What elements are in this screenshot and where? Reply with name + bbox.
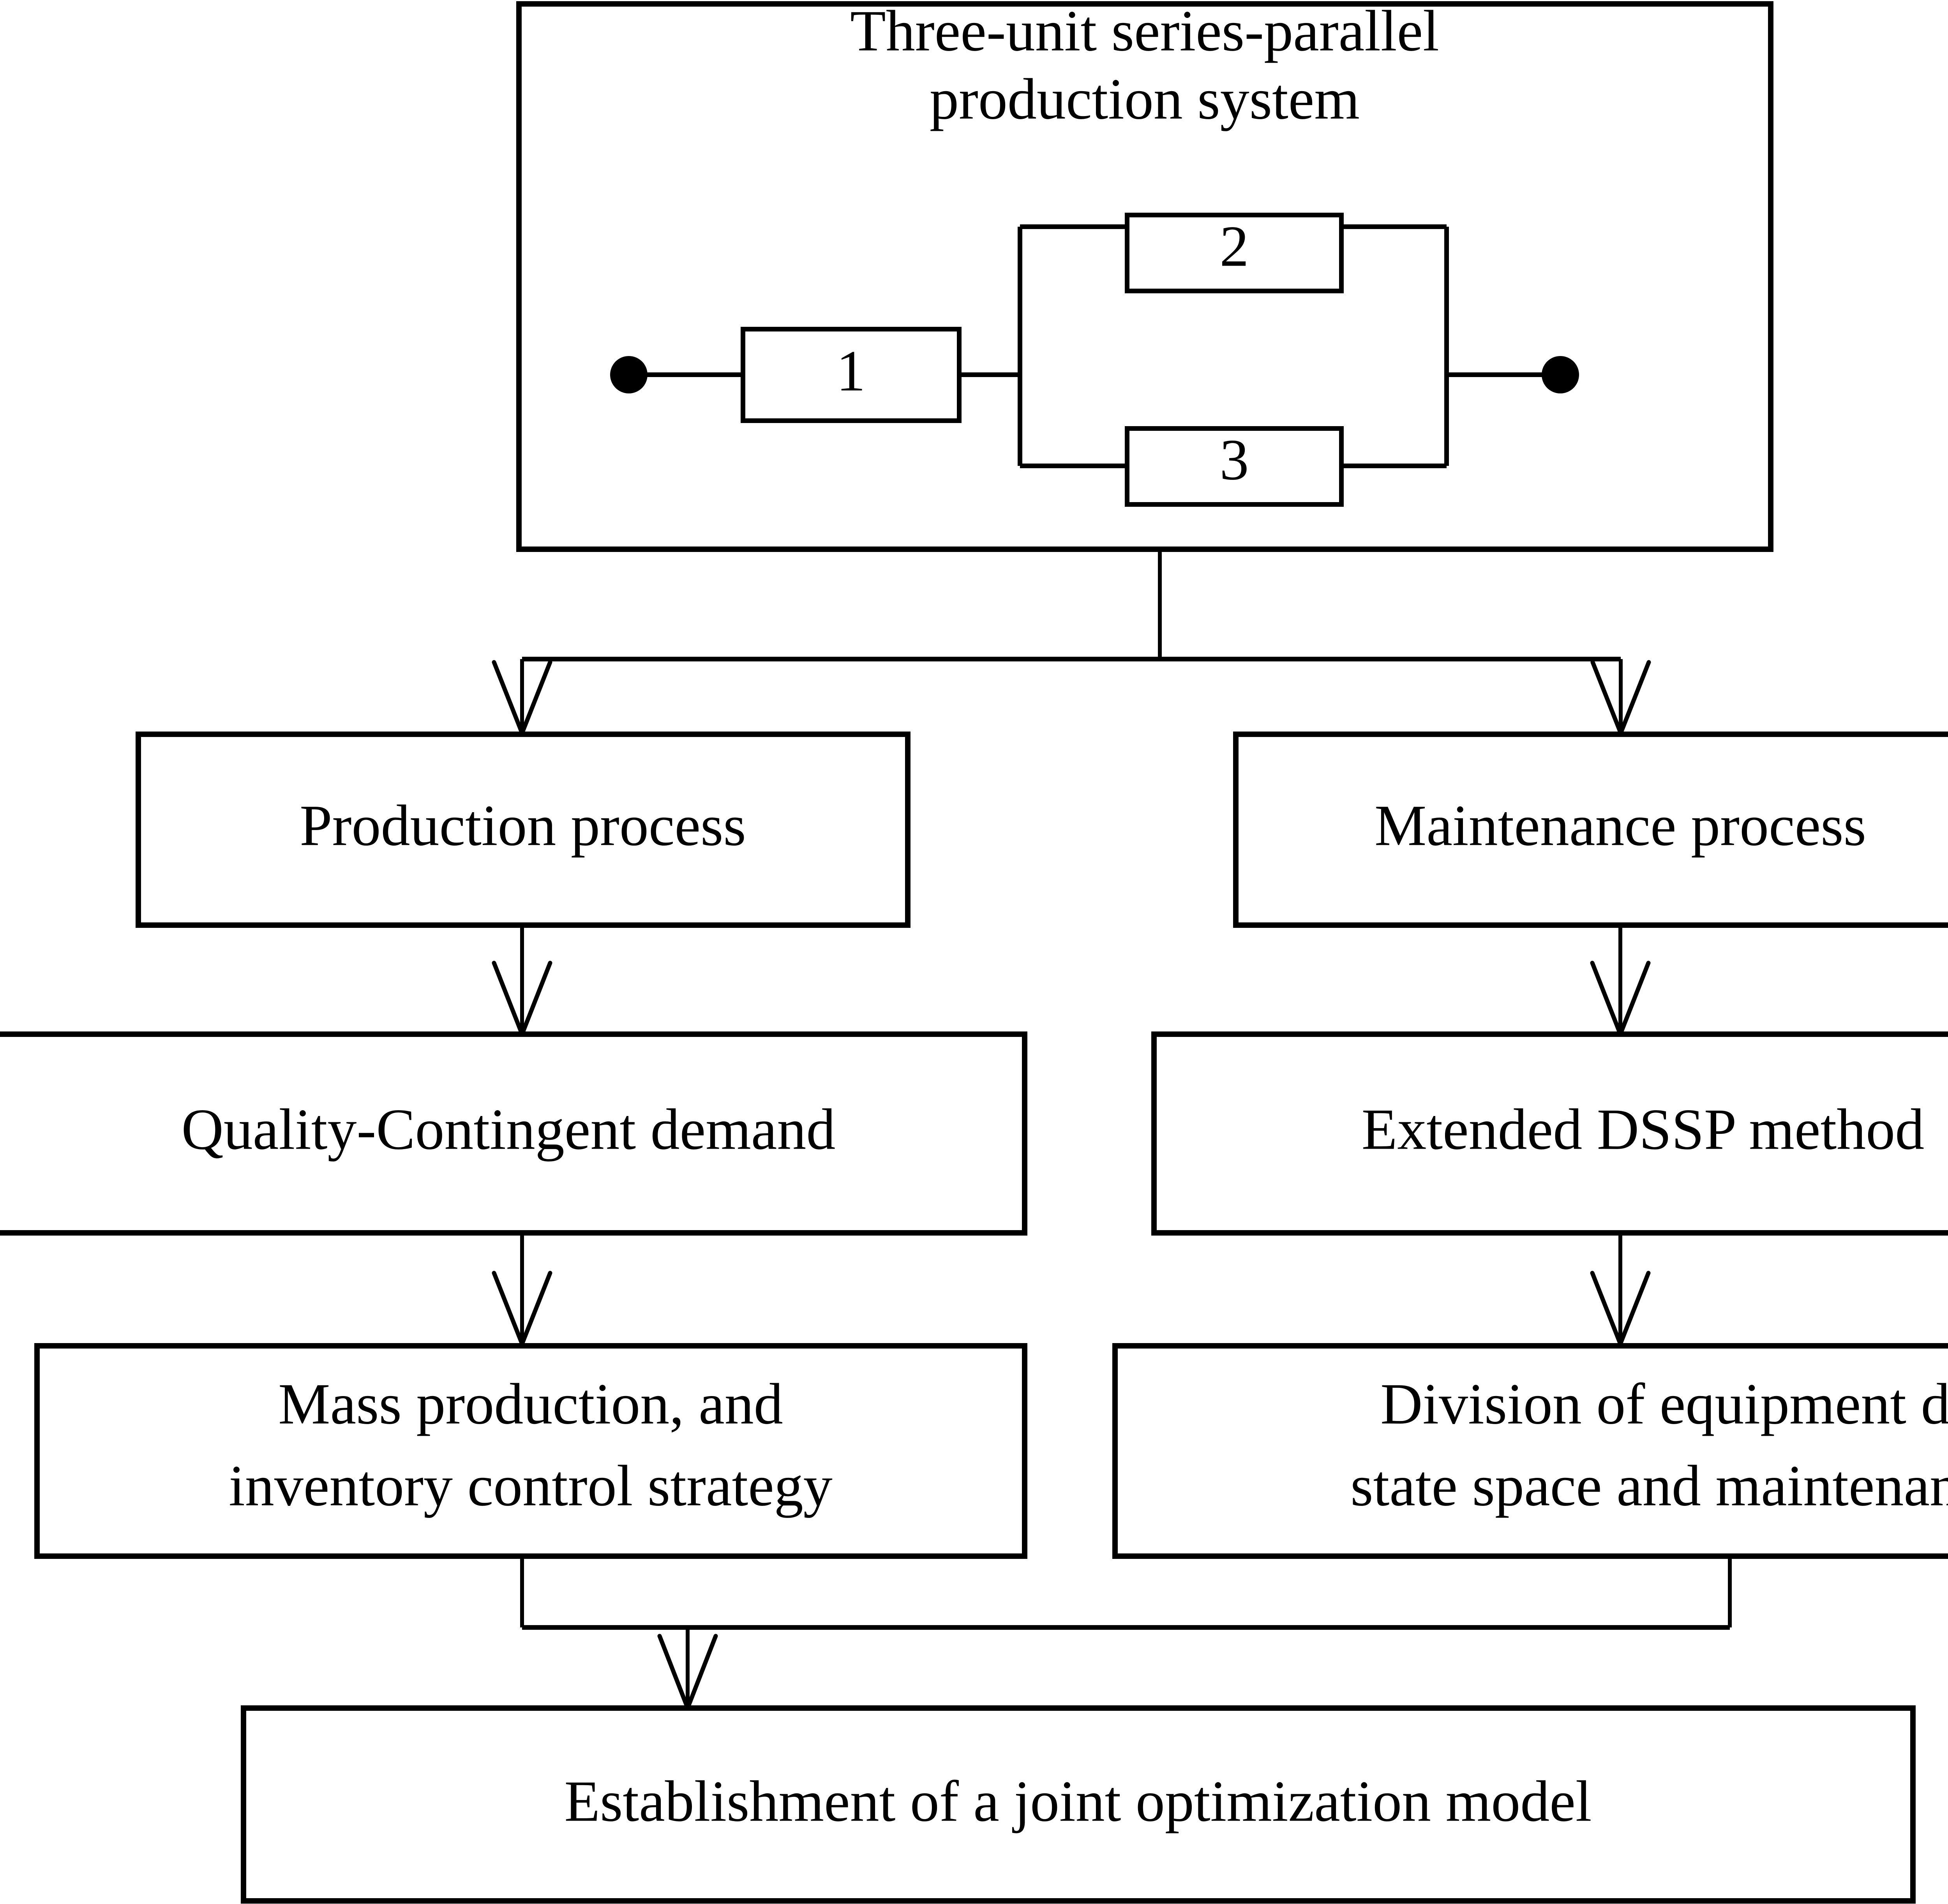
joint-optimization-model-label: Establishment of a joint optimization mo…: [564, 1769, 1592, 1833]
rbd-unit-2-box[interactable]: [1125, 213, 1344, 293]
mass-production-strategy-label-line2: inventory control strategy: [229, 1453, 833, 1518]
division-deterioration-box[interactable]: [1112, 1343, 1948, 1559]
rbd-unit-2-label: 2: [1220, 214, 1249, 279]
rbd-unit-1-label: 1: [836, 338, 866, 403]
rbd-unit-3-box[interactable]: [1125, 426, 1344, 507]
joint-optimization-model-box[interactable]: [241, 1705, 1916, 1904]
maintenance-process-box[interactable]: [1233, 732, 1948, 928]
production-process-label: Production process: [300, 793, 746, 858]
division-deterioration-label-line1: Division of equipment deterioration: [1380, 1372, 1948, 1436]
system-panel-title-line2: production system: [930, 67, 1360, 131]
rbd-unit-1-box[interactable]: [741, 327, 962, 423]
rbd-unit-3-label: 3: [1220, 427, 1249, 492]
quality-contingent-demand-box[interactable]: [0, 1031, 1027, 1236]
production-process-box[interactable]: [136, 732, 910, 928]
quality-contingent-demand-label: Quality-Contingent demand: [182, 1097, 836, 1162]
system-panel-title-line1: Three-unit series-parallel: [850, 0, 1439, 63]
mass-production-strategy-box[interactable]: [34, 1343, 1027, 1559]
extended-dssp-method-label: Extended DSSP method: [1362, 1097, 1924, 1162]
rbd-right-terminal-node: [1542, 356, 1579, 393]
extended-dssp-method-box[interactable]: [1151, 1031, 1948, 1236]
mass-production-strategy-label-line1: Mass production, and: [278, 1372, 783, 1436]
division-deterioration-label-line2: state space and maintenance situations: [1350, 1453, 1948, 1518]
maintenance-process-label: Maintenance process: [1375, 793, 1866, 858]
